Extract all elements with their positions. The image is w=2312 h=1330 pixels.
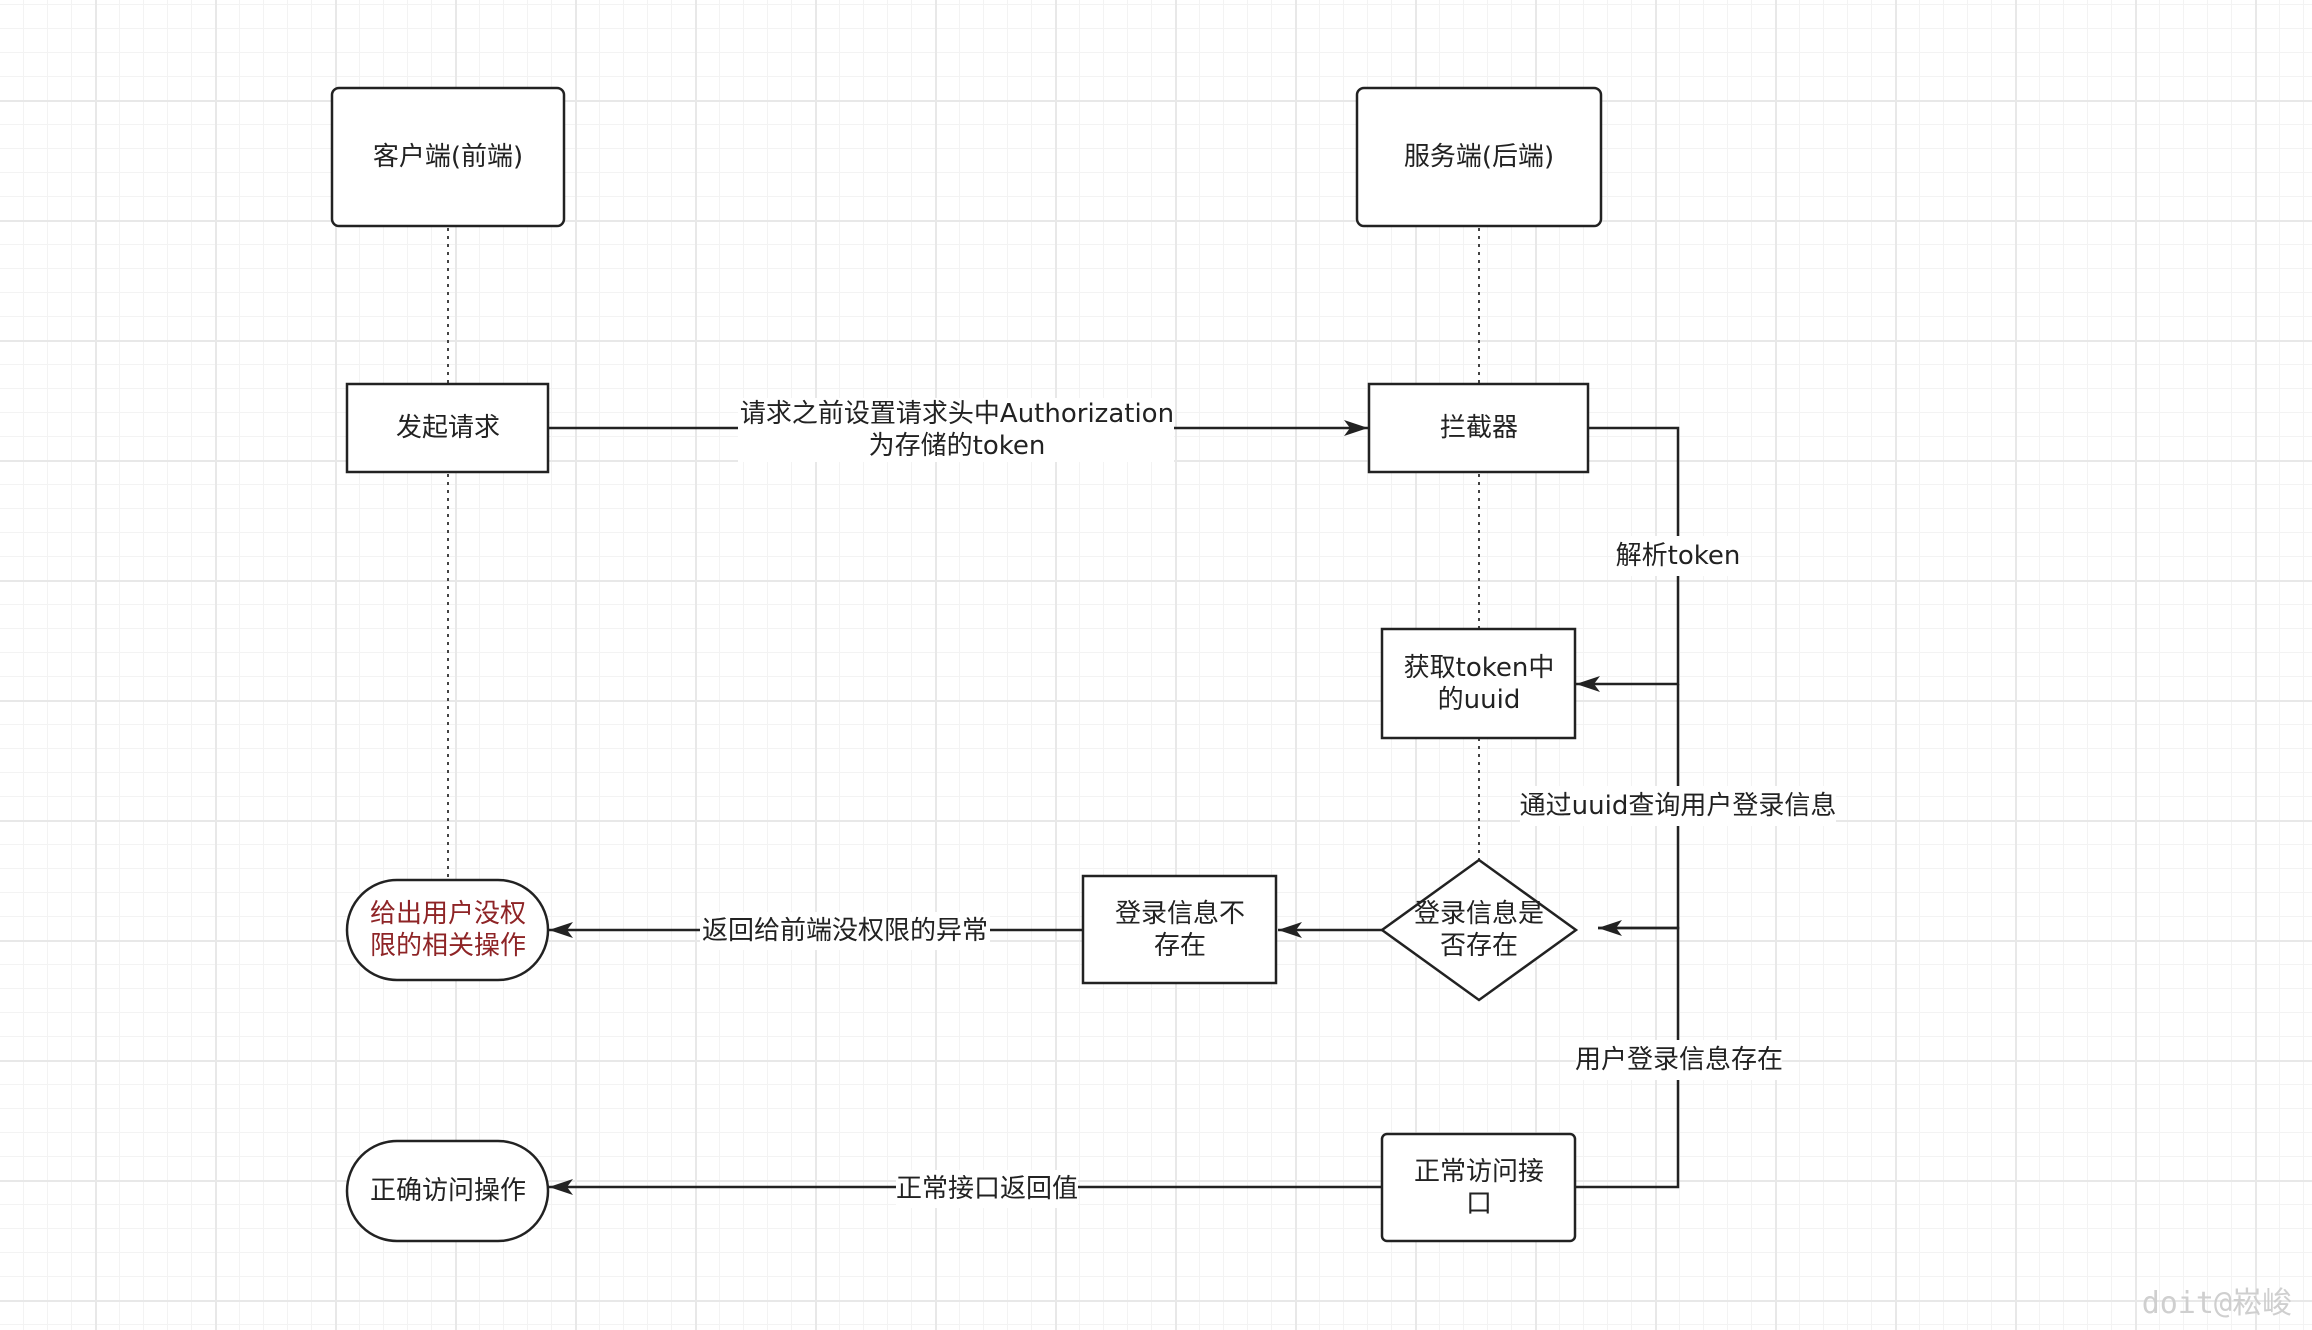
login-exists-label-line2: 否存在 (1440, 931, 1518, 961)
watermark: doit@崧峻 (2141, 1286, 2292, 1321)
query-login-label: 通过uuid查询用户登录信息 (1520, 791, 1837, 821)
send-request-node (345, 382, 550, 474)
set-header-label-line1: 请求之前设置请求头中Authorization (740, 399, 1174, 429)
send-request-label: 发起请求 (396, 413, 500, 443)
get-uuid-node (1380, 627, 1577, 740)
get-uuid-label-line2: 的uuid (1438, 685, 1521, 715)
lifelines (447, 228, 1480, 878)
interceptor-label: 拦截器 (1440, 413, 1518, 443)
no-permission-node (345, 878, 550, 982)
return-no-permission-label: 返回给前端没权限的异常 (702, 916, 988, 946)
client-label: 客户端(前端) (373, 142, 523, 172)
interceptor-node (1367, 382, 1590, 474)
login-exists-decision (1379, 858, 1579, 1002)
normal-access-node (1380, 1132, 1577, 1243)
login-not-exists-label-line2: 存在 (1154, 931, 1206, 961)
nodes (330, 86, 1603, 1243)
no-permission-label-line2: 限的相关操作 (370, 931, 526, 961)
correct-access-label: 正确访问操作 (370, 1176, 526, 1206)
set-header-label-line2: 为存储的token (869, 431, 1046, 461)
node-labels: 客户端(前端) 服务端(后端) 发起请求 拦截器 获取token中 的uuid … (370, 142, 1554, 1219)
login-exists-label-line1: 登录信息是 (1414, 899, 1544, 929)
user-login-exists-label: 用户登录信息存在 (1575, 1045, 1783, 1075)
client-node (330, 86, 566, 228)
server-label: 服务端(后端) (1404, 142, 1554, 172)
edge-label-backgrounds (700, 398, 1836, 1208)
get-uuid-label-line1: 获取token中 (1404, 653, 1555, 683)
parse-token-label: 解析token (1616, 541, 1741, 571)
correct-access-node (345, 1139, 550, 1243)
normal-return-label: 正常接口返回值 (896, 1174, 1078, 1204)
edge-labels: 请求之前设置请求头中Authorization 为存储的token 解析toke… (702, 399, 1836, 1204)
server-node (1355, 86, 1603, 228)
connectors (548, 420, 1680, 1195)
normal-access-label-line2: 口 (1466, 1189, 1492, 1219)
login-not-exists-label-line1: 登录信息不 (1115, 899, 1245, 929)
normal-access-label-line1: 正常访问接 (1414, 1157, 1544, 1187)
login-not-exists-node (1081, 874, 1278, 985)
no-permission-label-line1: 给出用户没权 (370, 899, 526, 929)
